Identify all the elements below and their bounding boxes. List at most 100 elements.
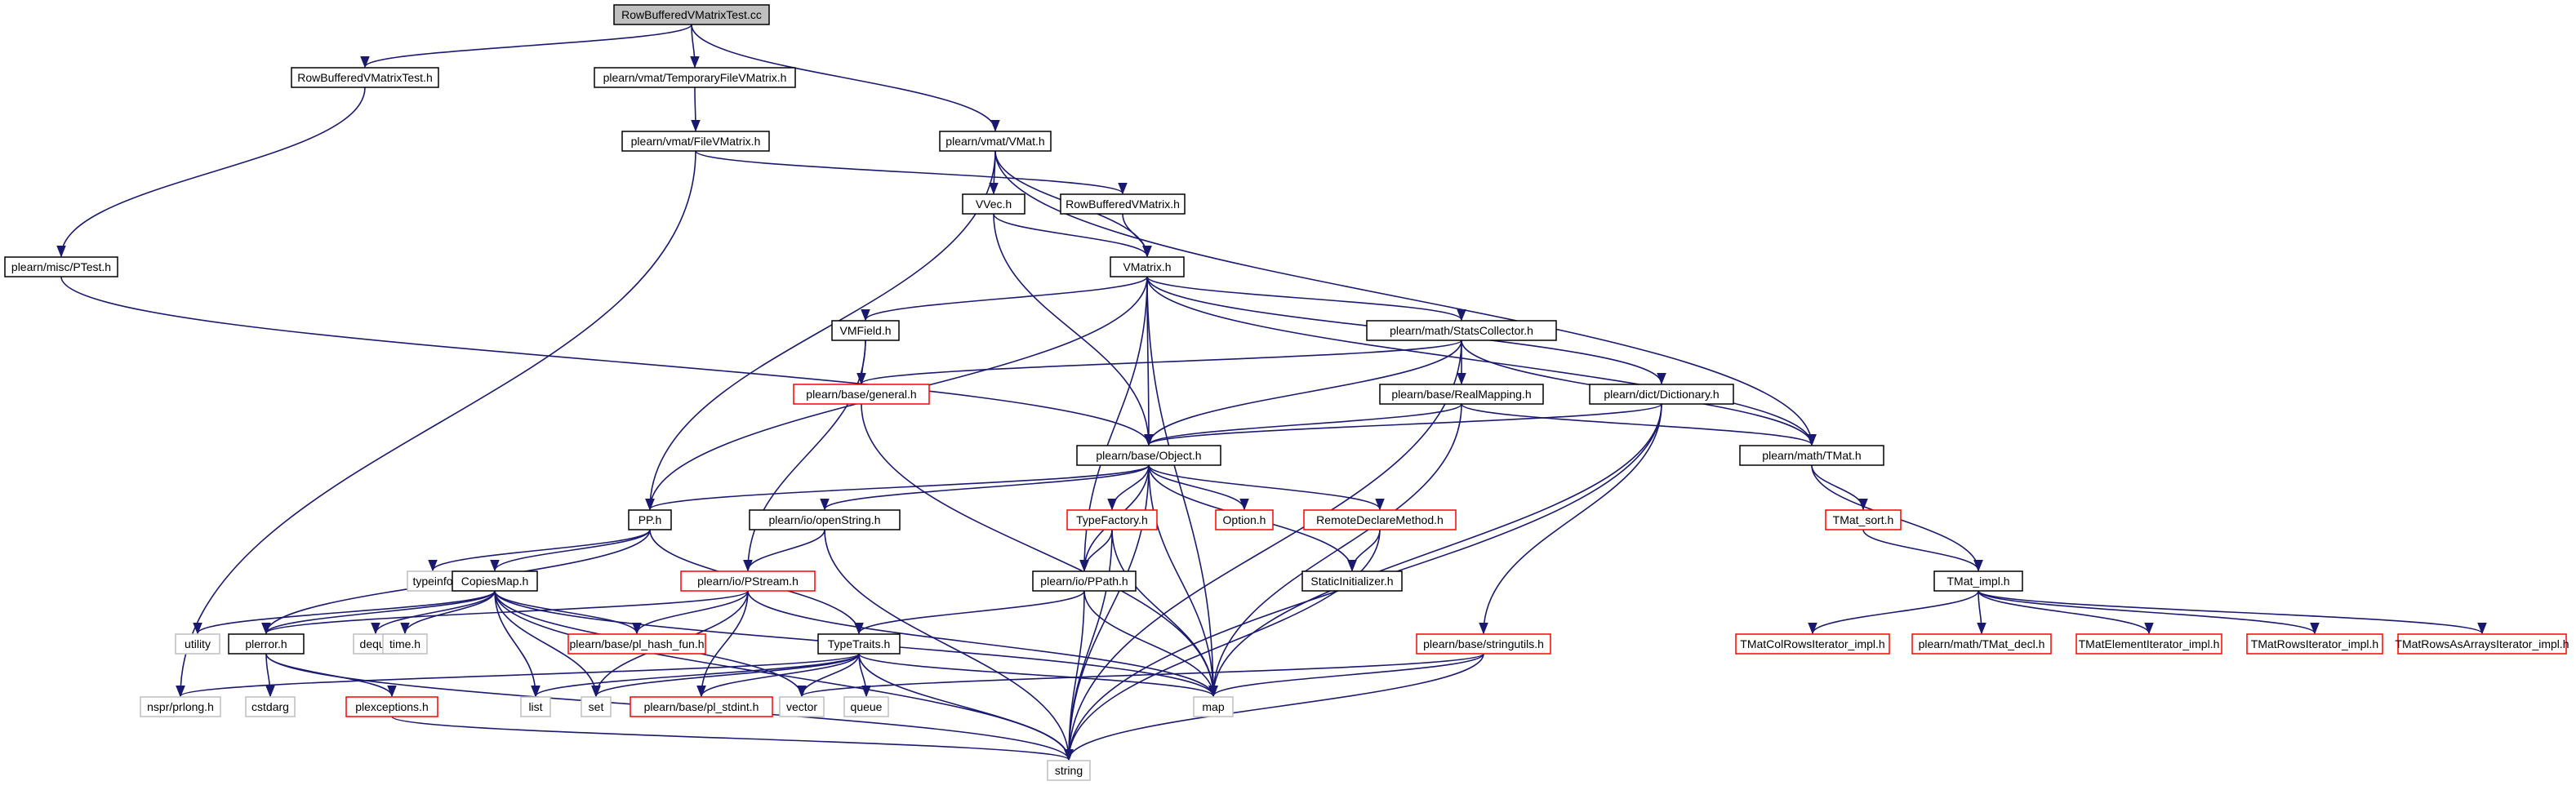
node-label: plearn/vmat/FileVMatrix.h xyxy=(631,135,761,148)
node-vmatrix[interactable]: VMatrix.h xyxy=(1110,256,1185,277)
node-label: TMatRowsAsArraysIterator_impl.h xyxy=(2395,637,2569,650)
node-label: plearn/math/TMat_decl.h xyxy=(1919,637,2045,650)
node-plerror[interactable]: plerror.h xyxy=(228,633,305,655)
node-ppath[interactable]: plearn/io/PPath.h xyxy=(1032,570,1137,592)
node-typetraits[interactable]: TypeTraits.h xyxy=(817,633,901,655)
node-box xyxy=(1379,384,1544,405)
edge-typefac-to-ppath xyxy=(1079,529,1113,572)
node-box xyxy=(749,509,901,530)
node-label: VMField.h xyxy=(839,324,891,337)
node-tfvm[interactable]: plearn/vmat/TemporaryFileVMatrix.h xyxy=(594,67,796,88)
node-utility: utility xyxy=(175,633,220,655)
node-label: RowBufferedVMatrixTest.cc xyxy=(621,8,762,21)
node-label: RemoteDeclareMethod.h xyxy=(1316,513,1444,526)
edge-statscol-to-general xyxy=(856,340,1462,385)
node-label: Option.h xyxy=(1223,513,1266,526)
node-label: plerror.h xyxy=(245,637,287,650)
node-plexc[interactable]: plexceptions.h xyxy=(345,696,438,717)
node-label: queue xyxy=(851,700,883,713)
node-tmatdecl[interactable]: plearn/math/TMat_decl.h xyxy=(1911,633,2052,655)
edge-tmatimpl-to-elemit xyxy=(1978,590,2154,635)
edge-ptest-to-object xyxy=(60,276,1154,446)
node-fvm[interactable]: plearn/vmat/FileVMatrix.h xyxy=(621,131,770,152)
edge-openstr-to-pstream xyxy=(743,529,825,572)
edge-copiesmap-to-set xyxy=(494,590,601,698)
edge-root-to-tfvm xyxy=(690,24,700,69)
edge-vmatrix-to-map xyxy=(1146,276,1218,698)
node-label: plearn/misc/PTest.h xyxy=(11,260,111,273)
node-stdint[interactable]: plearn/base/pl_stdint.h xyxy=(630,696,773,717)
node-pstream[interactable]: plearn/io/PStream.h xyxy=(680,570,816,592)
node-label: TypeTraits.h xyxy=(828,637,891,650)
node-tmatimpl[interactable]: TMat_impl.h xyxy=(1933,570,2023,592)
node-box xyxy=(1215,509,1274,530)
node-root[interactable]: RowBufferedVMatrixTest.cc xyxy=(613,4,770,25)
node-box xyxy=(962,193,1026,215)
edge-root-to-rbvmt_h xyxy=(360,24,692,69)
node-box xyxy=(628,509,672,530)
node-ptest[interactable]: plearn/misc/PTest.h xyxy=(4,256,118,277)
edge-remdecl-to-string xyxy=(1064,529,1381,761)
edge-typetraits-to-map xyxy=(858,653,1218,698)
node-box xyxy=(779,696,825,717)
edge-copiesmap-to-list xyxy=(494,590,541,698)
edge-vvec-to-object xyxy=(993,213,1154,446)
edge-tmatimpl-to-rowsarr xyxy=(1978,590,2487,635)
node-pp[interactable]: PP.h xyxy=(628,509,672,530)
node-openstr[interactable]: plearn/io/openString.h xyxy=(749,509,901,530)
edge-typetraits-to-prlong xyxy=(176,653,860,698)
edge-copiesmap-to-plerror xyxy=(261,590,496,635)
node-tmatsort[interactable]: TMat_sort.h xyxy=(1825,509,1902,530)
node-elemit[interactable]: TMatElementIterator_impl.h xyxy=(2075,633,2222,655)
node-statinit[interactable]: StaticInitializer.h xyxy=(1301,570,1403,592)
node-rbvm[interactable]: RowBufferedVMatrix.h xyxy=(1060,193,1186,215)
node-box xyxy=(1735,633,1890,655)
node-label: plearn/base/RealMapping.h xyxy=(1391,388,1531,401)
node-strutils[interactable]: plearn/base/stringutils.h xyxy=(1416,633,1551,655)
edge-realmap-to-tmat xyxy=(1461,403,1817,446)
node-label: PP.h xyxy=(638,513,662,526)
node-object[interactable]: plearn/base/Object.h xyxy=(1076,445,1221,466)
node-statscol[interactable]: plearn/math/StatsCollector.h xyxy=(1366,320,1557,341)
node-box xyxy=(817,633,901,655)
node-general[interactable]: plearn/base/general.h xyxy=(793,384,930,405)
edge-object-to-remdecl xyxy=(1148,464,1385,511)
node-realmap[interactable]: plearn/base/RealMapping.h xyxy=(1379,384,1544,405)
node-rowsit[interactable]: TMatRowsIterator_impl.h xyxy=(2246,633,2383,655)
node-remdecl[interactable]: RemoteDeclareMethod.h xyxy=(1303,509,1457,530)
node-rowsarr[interactable]: TMatRowsAsArraysIterator_impl.h xyxy=(2395,633,2569,655)
node-option[interactable]: Option.h xyxy=(1215,509,1274,530)
node-vmfield[interactable]: VMField.h xyxy=(831,320,900,341)
edge-general-to-map xyxy=(861,403,1218,698)
node-hashfun[interactable]: plearn/base/pl_hash_fun.h xyxy=(567,633,706,655)
node-dict[interactable]: plearn/dict/Dictionary.h xyxy=(1589,384,1734,405)
node-label: TMatElementIterator_impl.h xyxy=(2079,637,2220,650)
node-box xyxy=(1301,570,1403,592)
node-vector: vector xyxy=(779,696,825,717)
node-label: plearn/vmat/VMat.h xyxy=(945,135,1044,148)
edge-object-to-typefac xyxy=(1107,464,1150,511)
node-label: plearn/base/stringutils.h xyxy=(1423,637,1544,650)
node-copiesmap[interactable]: CopiesMap.h xyxy=(452,570,538,592)
node-typefac[interactable]: TypeFactory.h xyxy=(1066,509,1158,530)
node-label: plearn/dict/Dictionary.h xyxy=(1604,388,1719,401)
node-colrows[interactable]: TMatColRowsIterator_impl.h xyxy=(1735,633,1890,655)
node-label: TMatRowsIterator_impl.h xyxy=(2251,637,2378,650)
node-vvec[interactable]: VVec.h xyxy=(962,193,1026,215)
edge-typefac-to-map xyxy=(1111,529,1218,698)
node-box xyxy=(1911,633,2052,655)
node-vmat_h[interactable]: plearn/vmat/VMat.h xyxy=(939,131,1052,152)
node-string: string xyxy=(1047,760,1091,781)
node-label: TMat_impl.h xyxy=(1946,575,2009,588)
edge-vvec-to-vmatrix xyxy=(993,213,1152,258)
node-tmat[interactable]: plearn/math/TMat.h xyxy=(1739,445,1884,466)
dependency-edges xyxy=(56,24,2487,761)
edge-typetraits-to-list xyxy=(531,653,860,698)
edge-object-to-map xyxy=(1148,464,1218,698)
node-list: list xyxy=(520,696,551,717)
node-box xyxy=(1193,696,1234,717)
node-label: map xyxy=(1202,700,1224,713)
node-rbvmt_h[interactable]: RowBufferedVMatrixTest.h xyxy=(291,67,439,88)
node-label: plearn/base/Object.h xyxy=(1096,449,1201,462)
node-label: string xyxy=(1055,764,1083,777)
